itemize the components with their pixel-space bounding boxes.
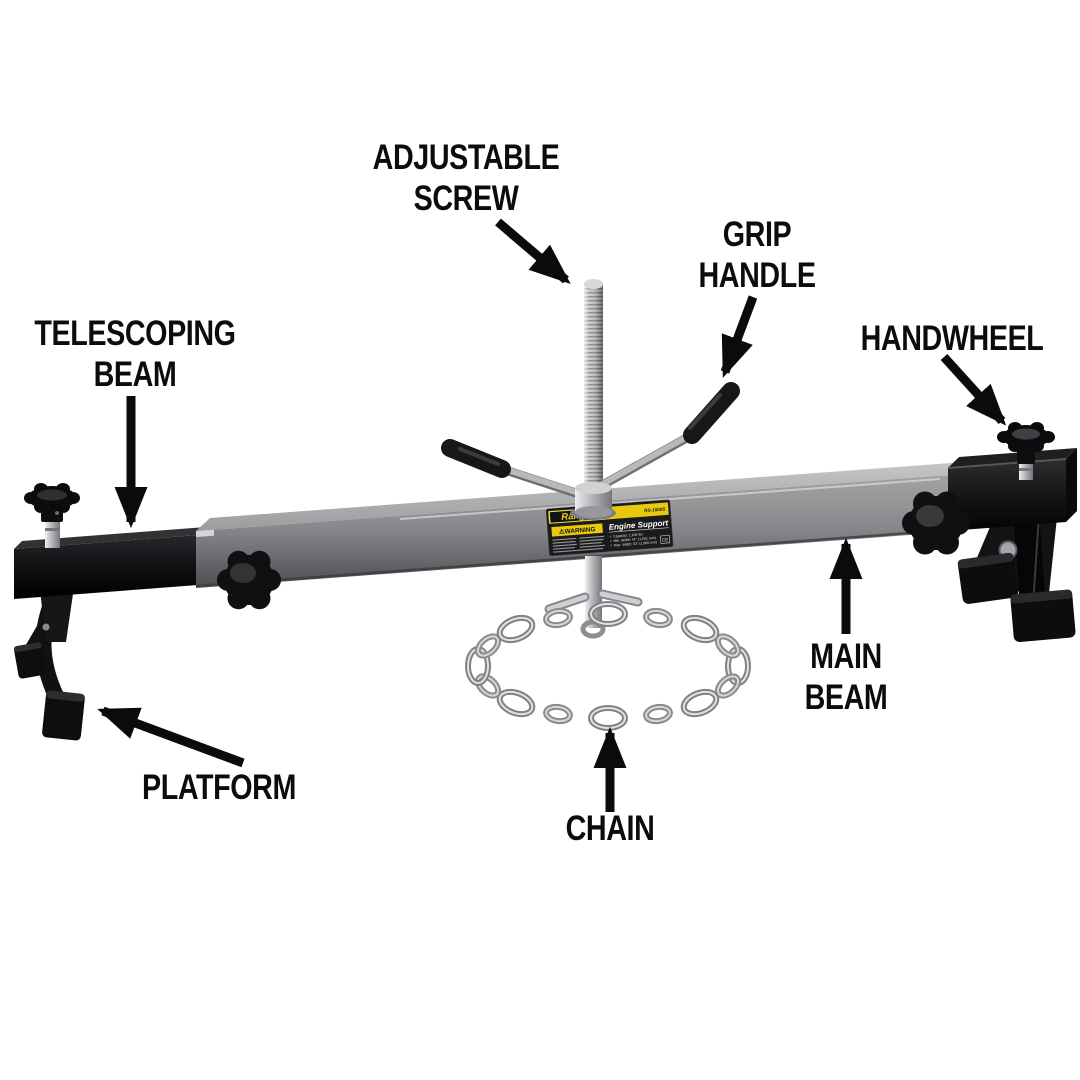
spec1-text: ✓ Capacity: 1,100 lbs [609, 532, 643, 539]
chain-label: CHAIN [566, 808, 655, 849]
platform-label: PLATFORM [142, 767, 296, 808]
left-grip [441, 439, 511, 478]
main-beam-label-line2: BEAM [804, 678, 888, 717]
right-upper-foot-pad [957, 552, 1019, 604]
telescoping-beam-label-line2: BEAM [93, 355, 177, 394]
grip-handle-arrow [720, 295, 758, 378]
handwheel-label-line1: HANDWHEEL [860, 319, 1044, 358]
left-clamp-knob [217, 550, 281, 610]
callout-arrows [97, 218, 1007, 812]
left-lower-foot-pad [42, 690, 85, 741]
chain [468, 604, 748, 728]
handwheel-label: HANDWHEEL [861, 318, 1044, 359]
main-beam-label-line1: MAIN [810, 637, 882, 676]
left-platform-leg [13, 587, 85, 741]
main-beam-label: MAIN BEAM [805, 636, 888, 718]
right-platform-leg [957, 497, 1076, 643]
adjustable-screw [584, 279, 603, 492]
spec2-text: ✓ Min. Width: 41" (1,041 mm) [609, 536, 656, 543]
left-upper-foot-pad [13, 642, 47, 679]
main-beam-right-end [947, 448, 1077, 531]
crank-handles [441, 382, 740, 502]
model-text: RS-1000S [644, 506, 666, 513]
grip-handle-label-line1: GRIP [722, 215, 792, 254]
adjustable-screw-label-line2: SCREW [413, 179, 519, 218]
product-name-text: Engine Support [608, 518, 668, 531]
fine-print-lines [552, 535, 605, 553]
adjustable-screw-arrow [495, 218, 571, 285]
adjustable-screw-label: ADJUSTABLE SCREW [373, 137, 560, 219]
telescoping-beam [14, 527, 206, 599]
ce-mark: CE [662, 537, 669, 542]
chain-label-line1: CHAIN [565, 809, 655, 848]
telescoping-beam-label: TELESCOPING BEAM [34, 313, 236, 395]
right-clamp-knob [902, 491, 970, 555]
right-lower-foot-pad [1010, 589, 1076, 643]
telescoping-beam-label-line1: TELESCOPING [34, 314, 236, 353]
grip-handle-label-line2: HANDLE [698, 256, 816, 295]
handwheel-arrow [940, 353, 1007, 426]
platform-arrow [97, 706, 245, 768]
screw-collar-nut [570, 482, 616, 520]
grip-handle [683, 382, 740, 444]
adjustable-screw-label-line1: ADJUSTABLE [372, 138, 560, 177]
grip-handle-label: GRIP HANDLE [698, 214, 816, 296]
platform-label-line1: PLATFORM [141, 768, 297, 807]
warning-text: ⚠WARNING [559, 526, 596, 536]
spec3-text: ✓ Max. Width: 63" (1,600 mm) [610, 540, 658, 548]
right-handwheel [997, 422, 1055, 480]
left-handwheel [24, 483, 80, 548]
